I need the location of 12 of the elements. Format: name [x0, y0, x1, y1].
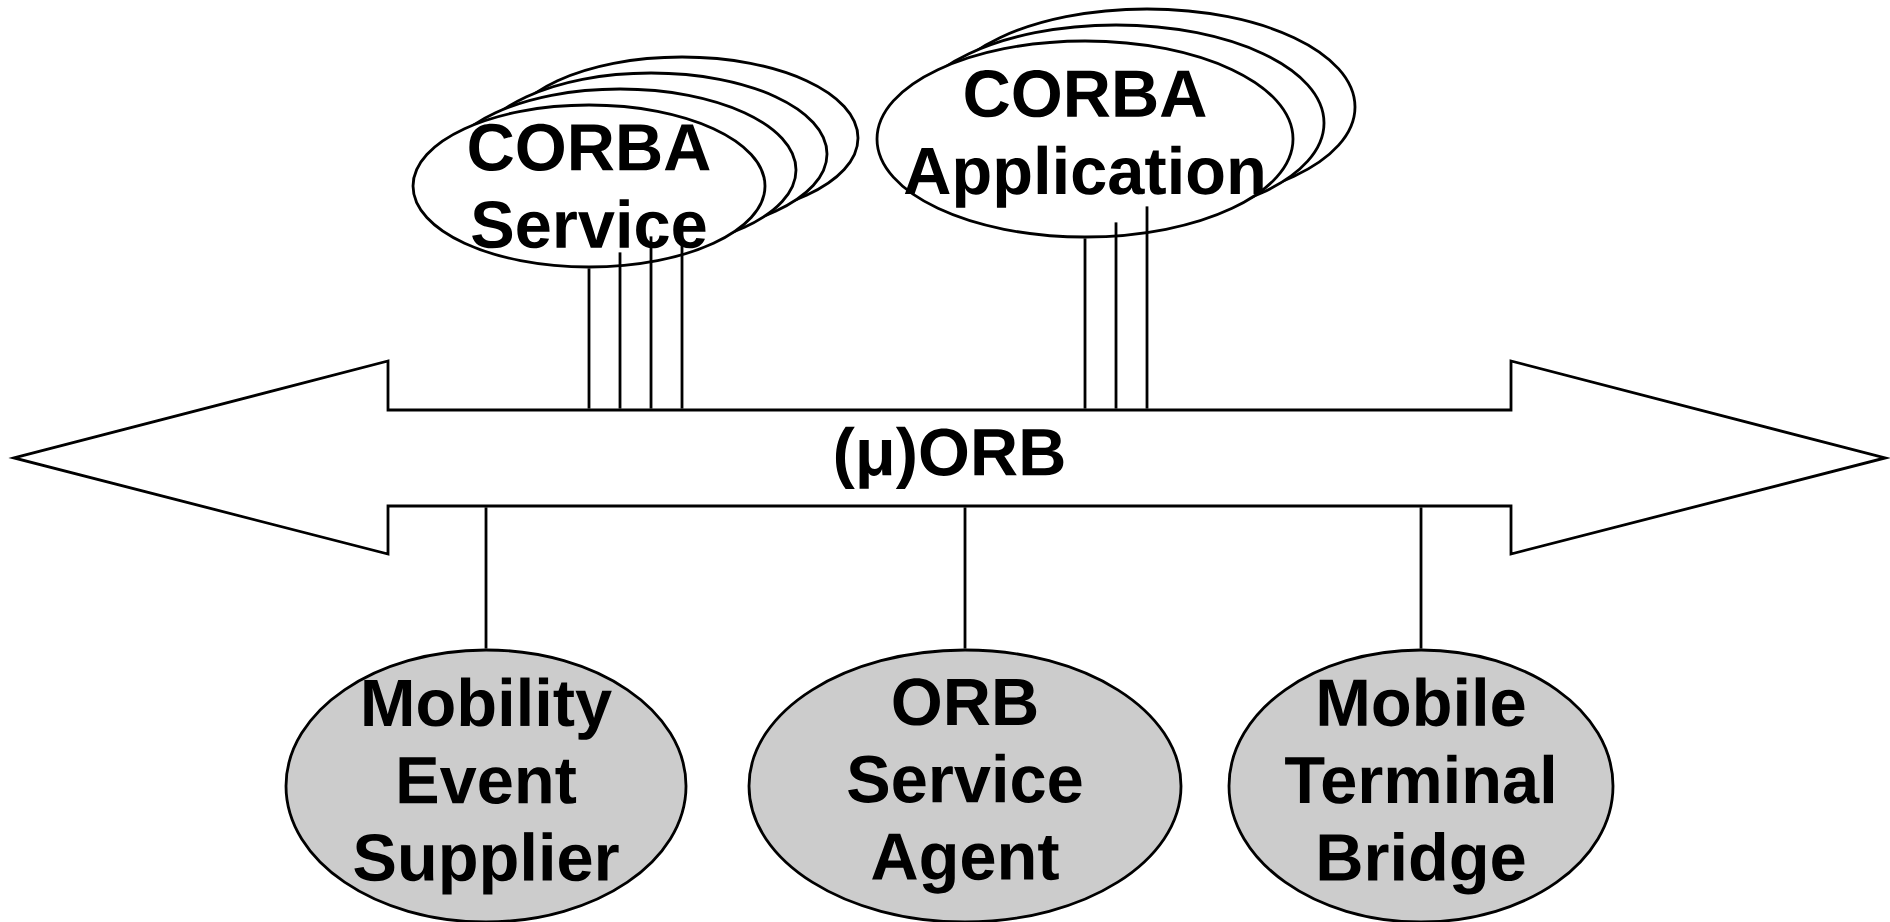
connector-line: [1114, 222, 1118, 409]
connector-line: [963, 507, 967, 649]
stacked-ellipses-drawing: CORBA Application: [875, 7, 1357, 239]
connector-line: [587, 268, 591, 409]
connector-line: [1419, 507, 1423, 649]
connector-line: [680, 220, 684, 409]
connector-line: [649, 236, 653, 409]
connector-line: [618, 252, 622, 409]
stacked-ellipses-drawing: CORBA Service: [411, 55, 860, 269]
connector-line: [1083, 238, 1087, 409]
connector-line: [484, 507, 488, 649]
connector-line: [1145, 206, 1149, 409]
